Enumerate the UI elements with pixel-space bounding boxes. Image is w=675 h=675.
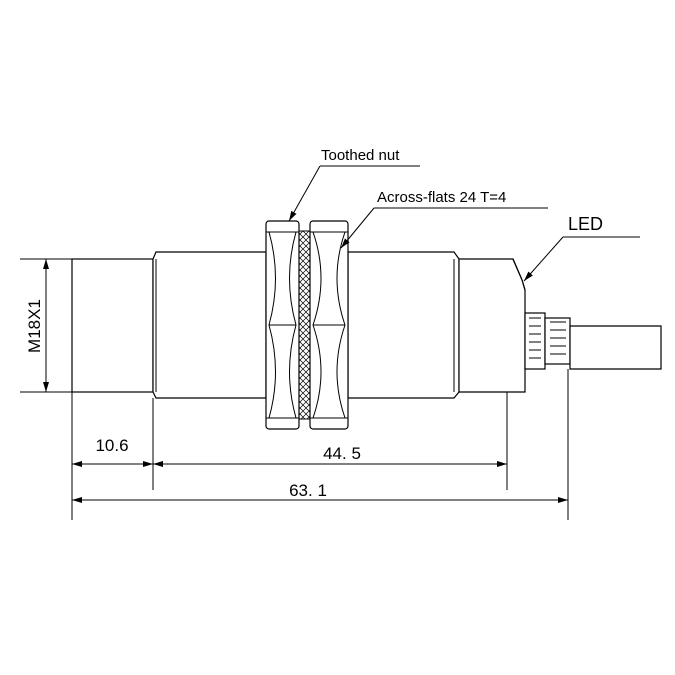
body-right (347, 251, 460, 399)
toothed-nut (265, 220, 300, 430)
thread-length-label: 10.6 (95, 436, 128, 455)
length-dimensions: 10.6 44. 5 63. 1 (71, 369, 569, 520)
toothed-nut-callout: Toothed nut (288, 147, 420, 222)
toothed-nut-label: Toothed nut (321, 147, 400, 164)
rear-housing (458, 258, 526, 393)
led-callout: LED (523, 214, 640, 282)
body-left (152, 251, 267, 399)
threaded-tip (71, 258, 154, 393)
thread-dimension: M18X1 (20, 258, 72, 393)
body-length-label: 44. 5 (323, 444, 361, 463)
across-flats-label: Across-flats 24 T=4 (377, 189, 506, 206)
led-label: LED (568, 214, 603, 234)
across-flats-nut (309, 220, 349, 430)
led-window (512, 258, 526, 291)
total-length-label: 63. 1 (289, 481, 327, 500)
cable (524, 312, 662, 370)
sensor-body (71, 251, 526, 399)
thread-label: M18X1 (25, 299, 44, 353)
knurled-washer (298, 230, 311, 420)
across-flats-callout: Across-flats 24 T=4 (340, 189, 548, 249)
